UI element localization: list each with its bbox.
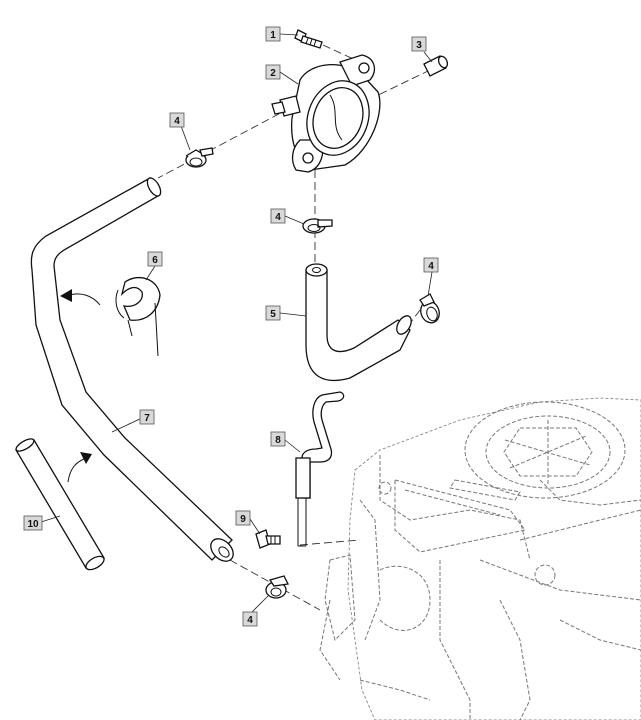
screw-part-1 [294, 29, 323, 49]
callout-9: 9 [235, 510, 251, 526]
svg-text:2: 2 [270, 68, 276, 79]
assembly-lines [157, 39, 431, 611]
bolt-part-9 [255, 529, 281, 549]
callout-8: 8 [270, 431, 286, 447]
hose-part-7 [30, 177, 234, 562]
svg-text:4: 4 [174, 116, 180, 127]
bracket-part-6 [115, 277, 161, 357]
svg-text:4: 4 [275, 212, 281, 223]
svg-text:6: 6 [152, 255, 158, 266]
fuel-filter-housing-part-2 [271, 54, 381, 173]
tube-part-8 [295, 391, 345, 547]
clamp-part-4-a [185, 147, 214, 168]
cap-part-3 [423, 55, 449, 77]
callout-6: 6 [147, 251, 163, 267]
svg-text:1: 1 [270, 30, 276, 41]
svg-text:10: 10 [27, 519, 39, 530]
leader-lines [40, 33, 433, 613]
clamp-part-4-d [265, 575, 289, 599]
callout-1: 1 [265, 26, 281, 42]
svg-text:7: 7 [144, 413, 150, 424]
tube-part-10 [15, 438, 105, 571]
callout-4-a: 4 [169, 112, 185, 128]
callout-7: 7 [139, 409, 155, 425]
clamp-part-4-b [302, 218, 333, 234]
svg-text:9: 9 [240, 514, 246, 525]
rotation-arrow-lower [67, 452, 92, 483]
engine-outline [319, 397, 641, 720]
callout-3: 3 [411, 36, 427, 52]
clamp-part-4-c [419, 293, 440, 324]
callout-10: 10 [23, 515, 43, 531]
svg-text:4: 4 [247, 615, 253, 626]
svg-text:4: 4 [428, 261, 434, 272]
callout-5: 5 [265, 305, 281, 321]
hose-part-5 [305, 263, 412, 382]
svg-text:3: 3 [416, 40, 422, 51]
rotation-arrow-upper [60, 289, 101, 306]
callout-4-b: 4 [270, 208, 286, 224]
callout-2: 2 [265, 64, 281, 80]
callout-4-c: 4 [423, 257, 439, 273]
callout-4-d: 4 [242, 611, 258, 627]
svg-text:8: 8 [275, 435, 281, 446]
svg-text:5: 5 [270, 309, 276, 320]
